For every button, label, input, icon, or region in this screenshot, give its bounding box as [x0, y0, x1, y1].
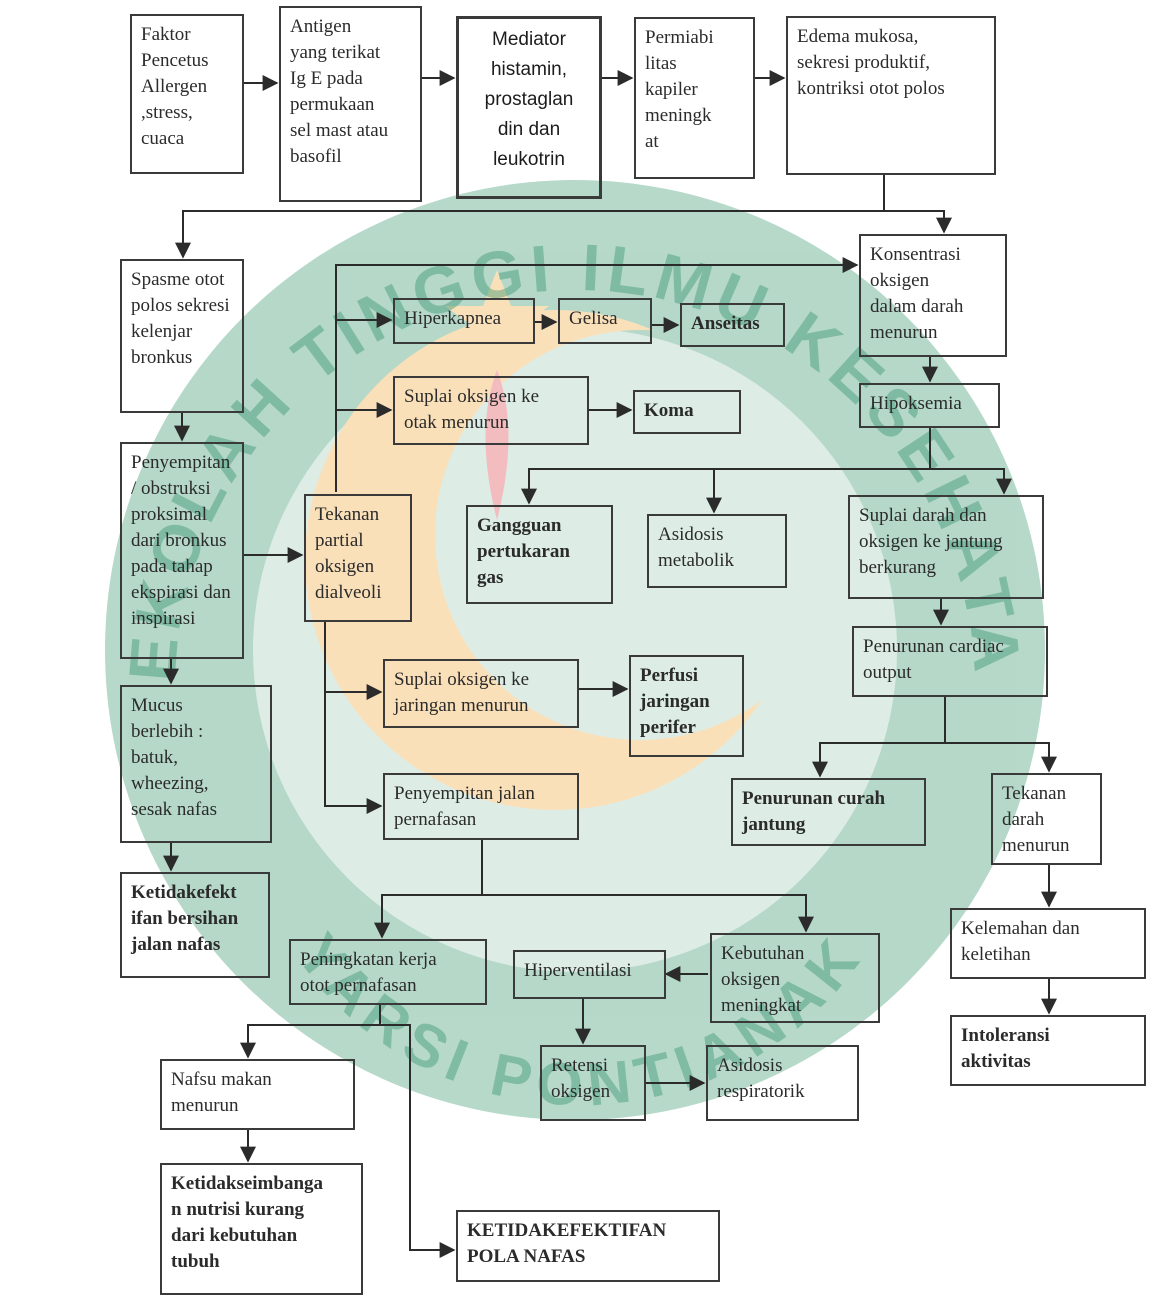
node-gelisa: Gelisa — [558, 298, 652, 344]
arrow-edema-konsentrasi — [884, 210, 952, 234]
node-peningkatan-kerja-otot: Peningkatan kerja otot pernafasan — [289, 939, 487, 1005]
node-permiabilitas-kapiler: Permiabi litas kapiler meningk at — [634, 17, 755, 179]
watermark-crescent-icon — [305, 310, 805, 810]
arrow-edema-branch — [175, 175, 885, 259]
node-antigen-ige: Antigen yang terikat Ig E pada permukaan… — [279, 6, 422, 202]
node-gangguan-pertukaran-gas: Gangguan pertukaran gas — [466, 505, 613, 604]
node-ketidakefektifan-bersihan: Ketidakefekt ifan bersihan jalan nafas — [120, 872, 270, 978]
node-asidosis-respiratorik: Asidosis respiratorik — [706, 1045, 859, 1121]
node-penurunan-cardiac-output: Penurunan cardiac output — [852, 626, 1048, 697]
node-konsentrasi-oksigen: Konsentrasi oksigen dalam darah menurun — [859, 234, 1007, 357]
watermark-ring — [105, 180, 1045, 1120]
node-kelemahan-keletihan: Kelemahan dan keletihan — [950, 908, 1146, 979]
arrow-jalan-nafas-branch — [374, 840, 483, 939]
node-penyempitan-obstruksi: Penyempitan / obstruksi proksimal dari b… — [120, 442, 244, 659]
node-suplai-darah-jantung: Suplai darah dan oksigen ke jantung berk… — [848, 495, 1044, 599]
node-mediator-histamin: Mediator histamin, prostaglan din dan le… — [456, 16, 602, 199]
node-suplai-oksigen-jaringan: Suplai oksigen ke jaringan menurun — [383, 659, 579, 728]
node-perfusi-jaringan-perifer: Perfusi jaringan perifer — [629, 655, 744, 757]
node-hiperkapnea: Hiperkapnea — [393, 298, 535, 344]
arrow-tekanan-konsentrasi — [335, 257, 859, 492]
node-tekanan-partial: Tekanan partial oksigen dialveoli — [304, 494, 412, 622]
arrow-cardiac-branch — [812, 697, 946, 778]
node-faktor-pencetus: Faktor Pencetus Allergen ,stress, cuaca — [130, 14, 244, 174]
node-ketidakseimbangan-nutrisi: Ketidakseimbanga n nutrisi kurang dari k… — [160, 1163, 363, 1295]
arrow-tekanan-down — [324, 622, 383, 814]
node-tekanan-darah-menurun: Tekanan darah menurun — [991, 773, 1102, 865]
node-spasme-otot: Spasme otot polos sekresi kelenjar bronk… — [120, 259, 244, 413]
node-hipoksemia: Hipoksemia — [859, 383, 1000, 428]
arrow-cardiac-tekanan-darah — [945, 742, 1057, 773]
watermark-star-icon — [445, 270, 549, 364]
arrow-hipoksemia-branch — [521, 428, 931, 505]
arrow-peningkatan-nafsu — [240, 1005, 381, 1059]
node-koma: Koma — [633, 390, 741, 434]
node-nafsu-makan-menurun: Nafsu makan menurun — [160, 1059, 355, 1130]
node-edema-mukosa: Edema mukosa, sekresi produktif, kontrik… — [786, 16, 996, 175]
node-mucus-berlebih: Mucus berlebih : batuk, wheezing, sesak … — [120, 685, 272, 843]
node-retensi-oksigen: Retensi oksigen — [540, 1045, 646, 1121]
node-suplai-oksigen-otak: Suplai oksigen ke otak menurun — [393, 376, 589, 445]
node-penyempitan-jalan-pernafasan: Penyempitan jalan pernafasan — [383, 773, 579, 840]
arrow-jalan-nafas-kebutuhan — [482, 894, 814, 933]
node-kebutuhan-oksigen: Kebutuhan oksigen meningkat — [710, 933, 880, 1023]
node-intoleransi-aktivitas: Intoleransi aktivitas — [950, 1015, 1146, 1086]
arrow-peningkatan-pola-nafas — [380, 1024, 456, 1258]
node-anseitas: Anseitas — [680, 303, 785, 347]
node-ketidakefektifan-pola-nafas: KETIDAKEFEKTIFAN POLA NAFAS — [456, 1210, 720, 1282]
node-asidosis-metabolik: Asidosis metabolik — [647, 514, 787, 588]
node-hiperventilasi: Hiperventilasi — [513, 950, 666, 999]
node-penurunan-curah-jantung: Penurunan curah jantung — [731, 778, 926, 846]
arrow-hipoksemia-suplai-jantung — [930, 468, 1012, 495]
